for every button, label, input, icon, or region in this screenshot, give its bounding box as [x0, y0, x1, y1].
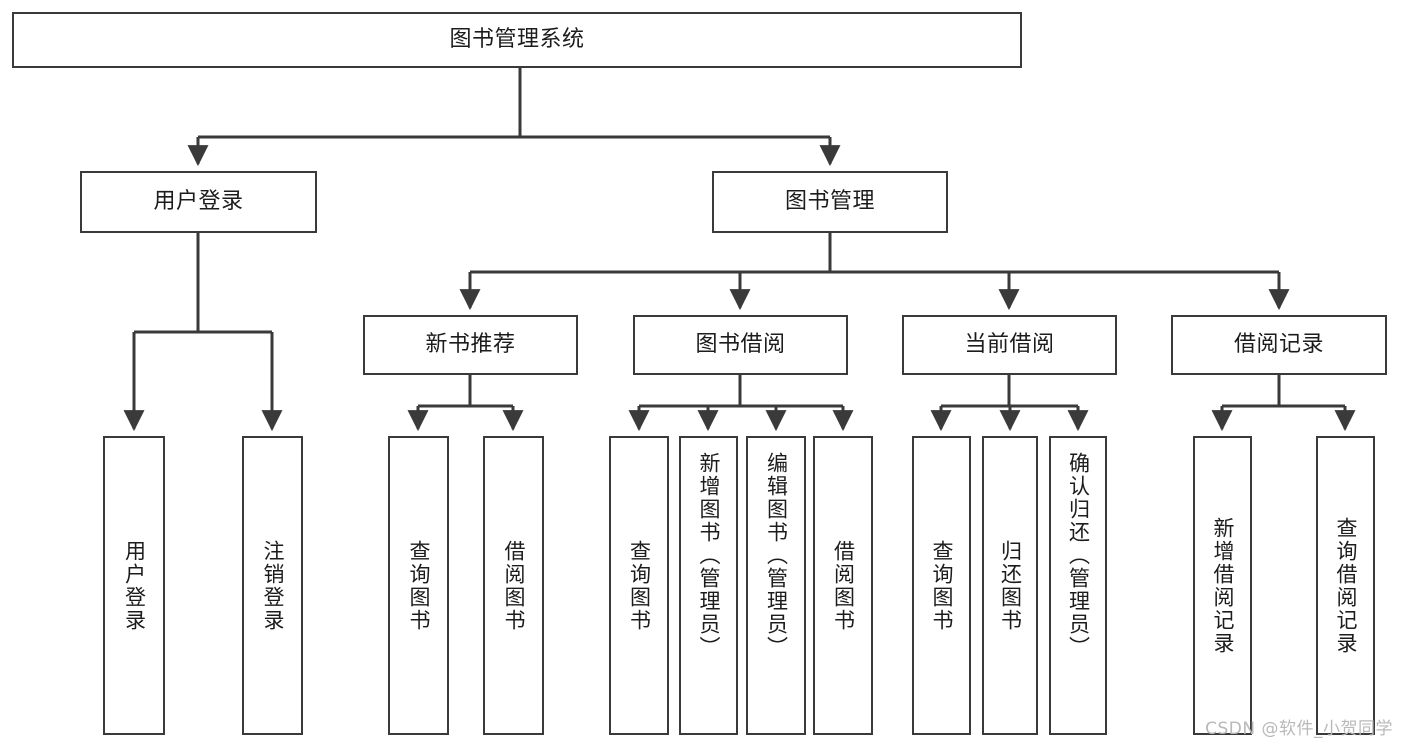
leaf-user-login-label: 用户登录	[122, 539, 147, 632]
leaf-return-book-label: 归还图书	[998, 539, 1023, 632]
leaf-borrow-book-label: 借阅图书	[831, 539, 856, 632]
leaf-query-book-current[interactable]: 查询图书	[912, 436, 971, 735]
leaf-add-borrow-record-label: 新增借阅记录	[1211, 516, 1235, 655]
node-book-borrow[interactable]: 图书借阅	[633, 315, 848, 375]
node-root[interactable]: 图书管理系统	[12, 12, 1022, 68]
node-user-login-label: 用户登录	[153, 189, 244, 215]
leaf-query-book-borrow[interactable]: 查询图书	[609, 436, 669, 735]
node-book-borrow-label: 图书借阅	[695, 332, 786, 358]
node-user-login[interactable]: 用户登录	[80, 171, 317, 233]
leaf-add-book-admin-label: 新增图书（管理员）	[697, 452, 721, 659]
leaf-borrow-book-rec-label: 借阅图书	[502, 539, 526, 632]
leaf-query-book-rec[interactable]: 查询图书	[388, 436, 449, 735]
leaf-query-book-current-label: 查询图书	[930, 539, 954, 632]
leaf-borrow-book[interactable]: 借阅图书	[813, 436, 873, 735]
node-borrow-record[interactable]: 借阅记录	[1171, 315, 1387, 375]
node-current-borrow[interactable]: 当前借阅	[902, 315, 1117, 375]
node-book-management[interactable]: 图书管理	[712, 171, 948, 233]
leaf-edit-book-admin[interactable]: 编辑图书（管理员）	[746, 436, 806, 735]
leaf-confirm-return-admin[interactable]: 确认归还（管理员）	[1049, 436, 1107, 735]
node-new-book-recommend-label: 新书推荐	[425, 332, 516, 358]
node-new-book-recommend[interactable]: 新书推荐	[363, 315, 578, 375]
leaf-query-borrow-record-label: 查询借阅记录	[1334, 516, 1358, 655]
leaf-add-book-admin[interactable]: 新增图书（管理员）	[679, 436, 738, 735]
node-borrow-record-label: 借阅记录	[1233, 332, 1324, 358]
node-root-label: 图书管理系统	[449, 27, 585, 53]
leaf-query-borrow-record[interactable]: 查询借阅记录	[1316, 436, 1375, 735]
leaf-return-book[interactable]: 归还图书	[982, 436, 1038, 735]
leaf-add-borrow-record[interactable]: 新增借阅记录	[1193, 436, 1252, 735]
leaf-user-login[interactable]: 用户登录	[103, 436, 165, 735]
node-book-management-label: 图书管理	[784, 189, 875, 215]
node-current-borrow-label: 当前借阅	[964, 332, 1055, 358]
leaf-logout[interactable]: 注销登录	[242, 436, 303, 735]
leaf-query-book-rec-label: 查询图书	[407, 539, 431, 632]
leaf-query-book-borrow-label: 查询图书	[627, 539, 652, 632]
leaf-borrow-book-rec[interactable]: 借阅图书	[483, 436, 544, 735]
leaf-confirm-return-admin-label: 确认归还（管理员）	[1066, 452, 1091, 659]
leaf-edit-book-admin-label: 编辑图书（管理员）	[764, 452, 789, 659]
leaf-logout-label: 注销登录	[261, 539, 285, 632]
